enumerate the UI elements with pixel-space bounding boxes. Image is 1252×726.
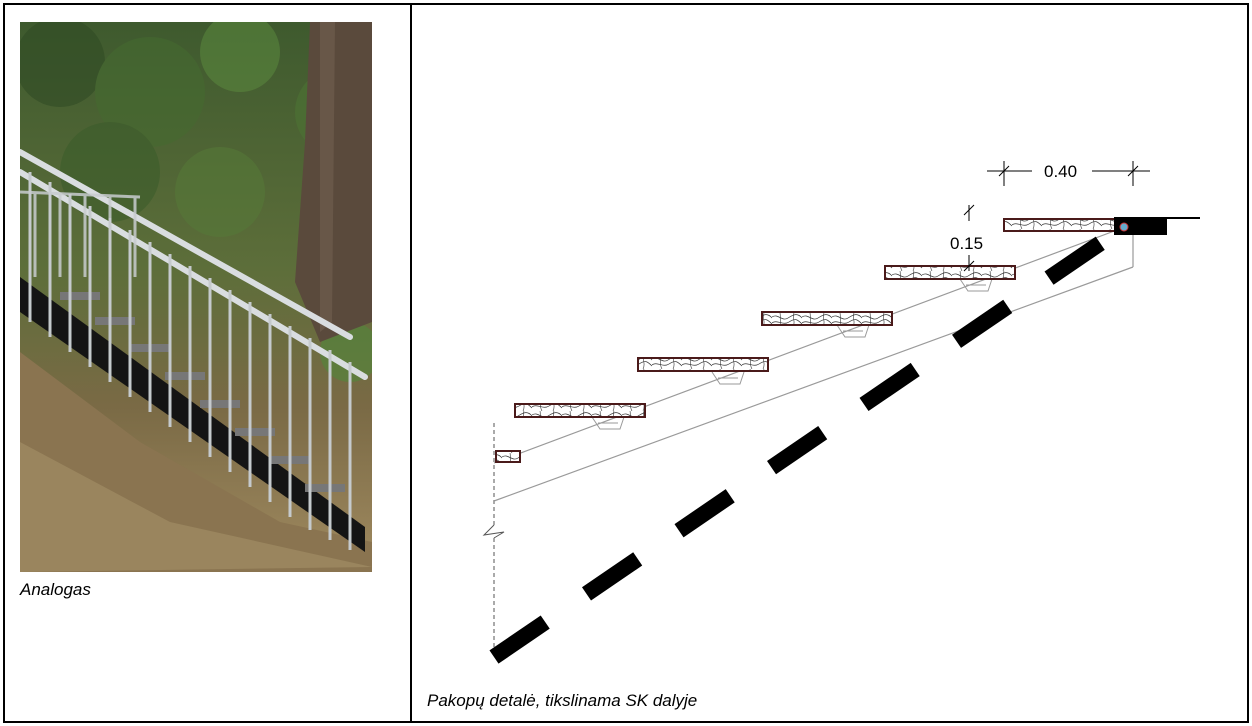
stringer	[493, 223, 1134, 502]
step-brackets	[591, 278, 993, 430]
tread-5	[884, 265, 1016, 280]
tread-6	[1003, 218, 1125, 232]
tread-2	[514, 403, 646, 418]
riser-height-label: 0.15	[950, 234, 983, 253]
analog-photo	[20, 22, 372, 572]
photo-caption: Analogas	[20, 580, 91, 599]
slope-line	[489, 220, 1129, 664]
tread-1	[495, 450, 521, 463]
treads	[495, 218, 1125, 463]
break-symbol	[482, 524, 505, 539]
tread-3	[637, 357, 769, 372]
tread-depth-label: 0.40	[1044, 162, 1077, 181]
landing-beam	[1114, 218, 1167, 235]
dimension-tread-depth	[987, 161, 1150, 186]
connection-detail	[1119, 222, 1129, 232]
dimension-riser-height	[963, 204, 975, 272]
step-detail-drawing: 0.40 0.15	[412, 5, 1247, 685]
table-frame	[3, 3, 1249, 723]
tread-4	[761, 311, 893, 326]
drawing-caption: Pakopų detalė, tikslinama SK dalyje	[427, 691, 698, 710]
column-divider	[410, 3, 412, 723]
